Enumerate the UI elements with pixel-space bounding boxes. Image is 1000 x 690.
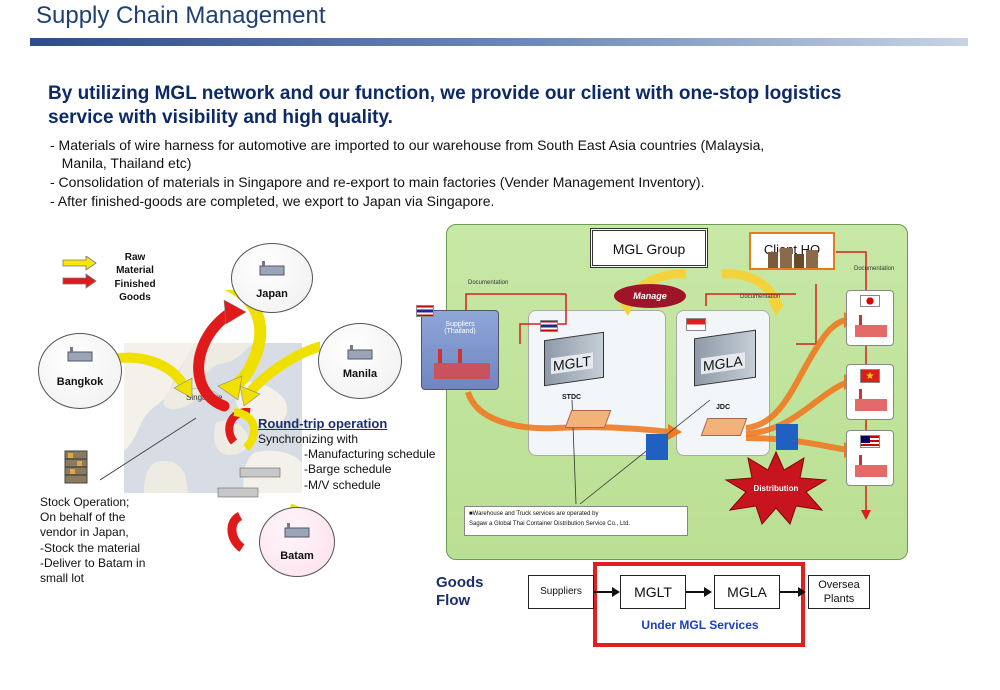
manage-badge: Manage	[614, 284, 686, 308]
round-trip-line-3: -Barge schedule	[304, 462, 392, 476]
documentation-label-1: Documentation	[468, 280, 509, 286]
round-trip-yellow-arrow	[233, 408, 259, 451]
plant-box-japan	[846, 290, 894, 346]
factory-icon	[855, 315, 887, 337]
city-batam-label: Batam	[280, 550, 314, 562]
bullet-line-2: Manila, Thailand etc)	[50, 155, 192, 171]
raw-arrow-manila-head	[239, 385, 261, 407]
manage-arc-right	[721, 269, 783, 308]
jdc-label: JDC	[716, 404, 731, 411]
client-hq-building-icon	[768, 248, 818, 268]
stdc-label: STDC	[562, 394, 582, 401]
doc-arrow-left	[465, 293, 566, 310]
title-underline-bar	[30, 38, 968, 46]
suppliers-thailand-label: Suppliers (Thailand)	[444, 321, 476, 335]
operator-note-box: ■Warehouse and Truck services are operat…	[464, 506, 688, 536]
stock-operation-line-5: -Deliver to Batam in	[40, 556, 146, 570]
suppliers-thailand-box: Suppliers (Thailand)	[421, 310, 499, 390]
bullet-line-4: - After finished-goods are completed, we…	[50, 193, 495, 209]
doc-arrow-mglt	[519, 294, 567, 344]
malaysia-flag-icon	[860, 435, 880, 448]
finished-arrow-japan-head	[223, 299, 247, 325]
stock-operation-line-1: Stock Operation;	[40, 495, 130, 509]
distribution-burst	[724, 450, 828, 525]
flow-mgla-to-vietnam	[745, 379, 850, 437]
raw-arrow-manila	[245, 341, 320, 397]
truck-icon	[239, 467, 281, 478]
round-trip-title: Round-trip operation	[258, 416, 388, 431]
headline: By utilizing MGL network and our functio…	[48, 83, 842, 128]
factory-icon	[67, 347, 93, 362]
flow-step-mglt: MGLT	[620, 575, 686, 609]
raw-arrow-japan-head	[217, 375, 243, 401]
flow-mgla-to-malaysia	[745, 435, 849, 453]
factory-icon	[347, 345, 373, 360]
goods-flow-label: Goods Flow	[436, 574, 484, 609]
page-title: Supply Chain Management	[36, 2, 326, 29]
operator-note-line-2: Sagaw a Global Thai Container Distributi…	[469, 521, 630, 527]
mglt-building-label: MGLT	[551, 352, 593, 375]
bullet-line-1: - Materials of wire harness for automoti…	[50, 137, 765, 153]
batam-red-arrow	[227, 511, 245, 552]
truck-icon-2	[217, 487, 259, 498]
city-japan-label: Japan	[256, 288, 288, 300]
jdc-warehouse-icon	[700, 418, 748, 436]
flow-supplier-to-stdc	[465, 390, 671, 435]
city-bangkok: Bangkok	[38, 333, 122, 409]
raw-material-arrow-icon	[62, 256, 97, 271]
factory-icon	[259, 261, 285, 276]
mgl-services-frame	[593, 562, 805, 647]
legend-finished-label: Finished Goods	[114, 279, 156, 303]
factory-icon	[284, 523, 310, 538]
flow-step-mgla: MGLA	[714, 575, 780, 609]
finished-goods-arrow-icon	[62, 273, 97, 289]
round-trip-line-4: -M/V schedule	[304, 478, 381, 492]
bullet-line-3: - Consolidation of materials in Singapor…	[50, 174, 705, 190]
mgla-building-icon: MGLA	[694, 329, 756, 387]
thailand-flag-icon-2	[540, 320, 558, 332]
factory-icon	[434, 349, 490, 379]
stock-operation-line-3: vendor in Japan,	[40, 525, 129, 539]
city-manila: Manila	[318, 323, 402, 399]
documentation-label-2: Documentation	[740, 294, 781, 300]
doc-arrow-right	[796, 284, 817, 345]
singapore-flag-icon	[686, 318, 706, 331]
warehouse-rack-icon	[64, 450, 88, 484]
pointer-line	[100, 417, 197, 481]
operator-note-line-1: ■Warehouse and Truck services are operat…	[469, 511, 599, 517]
city-bangkok-label: Bangkok	[56, 376, 104, 388]
raw-arrow-bangkok-head	[173, 377, 193, 399]
vietnam-flag-icon: ★	[860, 369, 880, 383]
city-japan: Japan	[231, 243, 313, 313]
round-trip-line-2: -Manufacturing schedule	[304, 447, 436, 461]
factory-icon	[855, 455, 887, 477]
plant-box-vietnam: ★	[846, 364, 894, 420]
stock-operation-line-6: small lot	[40, 571, 85, 585]
round-trip-line-1: Synchronizing with	[258, 432, 359, 446]
mgla-building-label: MGLA	[701, 352, 745, 375]
mglt-building-icon: MGLT	[544, 331, 604, 387]
goods-flow-arrows	[594, 587, 806, 597]
flow-step-suppliers: Suppliers	[528, 575, 594, 609]
plant-box-malaysia	[846, 430, 894, 486]
doc-arrow-hq	[705, 293, 796, 306]
under-mgl-services-label: Under MGL Services	[641, 618, 759, 632]
japan-flag-icon	[860, 295, 880, 307]
stock-operation-line-4: -Stock the material	[40, 541, 141, 555]
flow-step-oversea-plants: Oversea Plants	[808, 575, 870, 609]
stdc-warehouse-icon	[564, 410, 612, 428]
flow-mgla-to-plants	[745, 317, 849, 431]
legend-arrows	[62, 256, 97, 289]
distribution-label: Distribution	[753, 484, 799, 493]
documentation-label-3: Documentation	[854, 266, 895, 272]
mgl-group-box: MGL Group	[590, 228, 708, 268]
factory-icon	[855, 389, 887, 411]
city-manila-label: Manila	[342, 368, 378, 380]
thailand-flag-icon	[416, 305, 434, 317]
doc-arrow-plants	[836, 251, 867, 290]
city-batam: Batam	[259, 507, 335, 577]
legend-raw-label: Raw Material	[116, 252, 154, 276]
stock-operation-line-2: On behalf of the	[40, 510, 126, 524]
